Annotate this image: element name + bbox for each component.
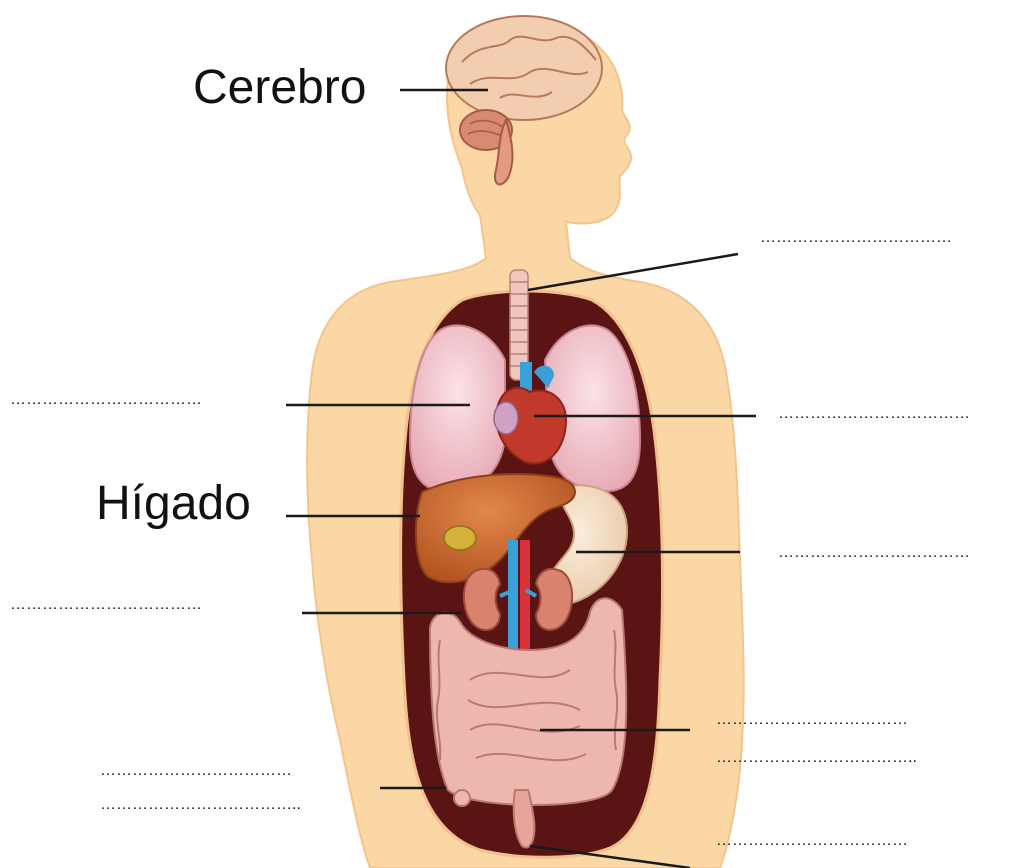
vena-cava <box>508 540 518 660</box>
lung-blank[interactable]: ……………………………… <box>10 392 202 408</box>
rectum-blank[interactable]: ……………………………… <box>716 833 908 849</box>
kidney-blank[interactable]: ……………………………… <box>10 597 202 613</box>
large-intestine-blank-line-1[interactable]: ……………………………… <box>100 763 292 779</box>
large-intestine-blank-line-2[interactable]: ……………………………….. <box>100 797 301 813</box>
stomach-blank[interactable]: ……………………………… <box>778 545 970 561</box>
heart-blank[interactable]: ……………………………… <box>778 406 970 422</box>
brain-label: Cerebro <box>193 64 366 112</box>
trachea-blank[interactable]: ……………………………… <box>760 230 952 246</box>
small-intestine-blank-line-2[interactable]: ……………………………….. <box>716 750 917 766</box>
small-intestine-blank-line-1[interactable]: ……………………………… <box>716 712 908 728</box>
liver-label: Hígado <box>96 480 251 528</box>
aorta <box>520 540 530 660</box>
left-lung-organ <box>410 325 505 491</box>
